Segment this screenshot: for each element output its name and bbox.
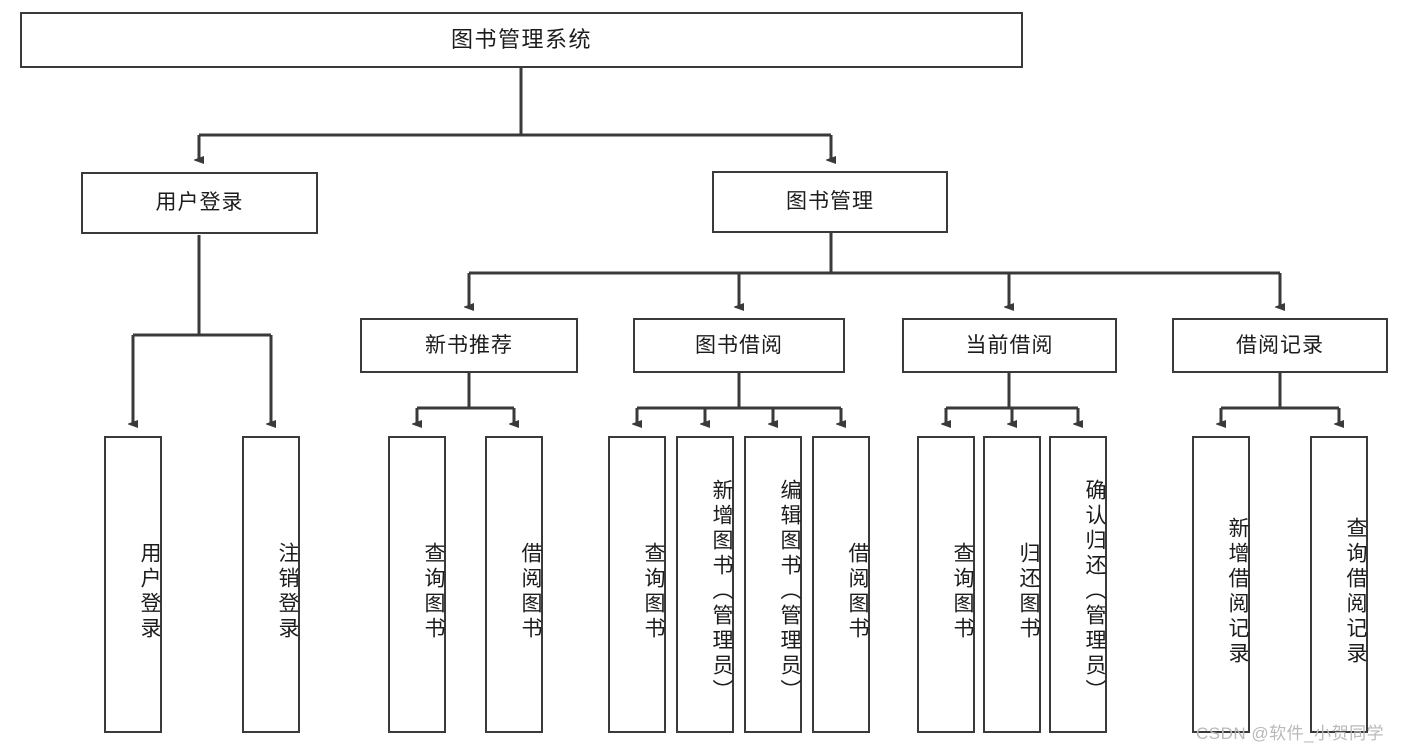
edge-borrowrecord-to-leaves [1221,373,1339,424]
node-leaf-add-borrow-record[interactable]: 新增借阅记录 [1192,436,1250,733]
node-leaf-query-book-1[interactable]: 查询图书 [388,436,446,733]
node-book-borrow[interactable]: 图书借阅 [633,318,845,373]
csdn-watermark: CSDN @软件_小贺同学 [1196,724,1385,743]
node-leaf-add-borrow-record-label: 新增借阅记录 [1226,516,1249,667]
edge-currentborrow-to-leaves [946,373,1078,424]
node-book-manage[interactable]: 图书管理 [712,171,948,233]
node-leaf-query-book-3-label: 查询图书 [951,541,974,642]
node-leaf-return-book[interactable]: 归还图书 [983,436,1041,733]
node-leaf-add-book-admin[interactable]: 新增图书（管理员） [676,436,734,733]
edge-newbook-to-leaves [417,373,514,424]
node-leaf-add-book-admin-label: 新增图书（管理员） [710,479,733,704]
node-leaf-return-book-label: 归还图书 [1017,541,1040,642]
node-leaf-borrow-book-1[interactable]: 借阅图书 [485,436,543,733]
node-leaf-confirm-return-admin-label: 确认归还（管理员） [1083,479,1106,704]
edge-userlogin-to-leaves [133,235,271,424]
edge-root-to-level2 [199,68,831,160]
node-leaf-query-book-2-label: 查询图书 [642,541,665,642]
node-leaf-edit-book-admin-label: 编辑图书（管理员） [778,479,801,704]
node-leaf-query-book-1-label: 查询图书 [422,541,445,642]
node-leaf-user-login-label: 用户登录 [138,541,161,642]
node-leaf-edit-book-admin[interactable]: 编辑图书（管理员） [744,436,802,733]
node-leaf-borrow-book-1-label: 借阅图书 [519,541,542,642]
node-user-login[interactable]: 用户登录 [81,172,318,234]
node-leaf-query-borrow-record-label: 查询借阅记录 [1344,516,1367,667]
node-leaf-query-book-2[interactable]: 查询图书 [608,436,666,733]
node-root-system[interactable]: 图书管理系统 [20,12,1023,68]
node-leaf-user-login[interactable]: 用户登录 [104,436,162,733]
node-leaf-logout-login[interactable]: 注销登录 [242,436,300,733]
edge-bookborrow-to-leaves [637,373,841,424]
node-leaf-query-book-3[interactable]: 查询图书 [917,436,975,733]
node-new-book-recommend[interactable]: 新书推荐 [360,318,578,373]
node-leaf-confirm-return-admin[interactable]: 确认归还（管理员） [1049,436,1107,733]
node-leaf-logout-login-label: 注销登录 [276,541,299,642]
node-borrow-record[interactable]: 借阅记录 [1172,318,1388,373]
edge-bookmanage-to-level3 [469,233,1280,307]
node-leaf-borrow-book-2[interactable]: 借阅图书 [812,436,870,733]
node-leaf-borrow-book-2-label: 借阅图书 [846,541,869,642]
node-leaf-query-borrow-record[interactable]: 查询借阅记录 [1310,436,1368,733]
node-current-borrow[interactable]: 当前借阅 [902,318,1117,373]
